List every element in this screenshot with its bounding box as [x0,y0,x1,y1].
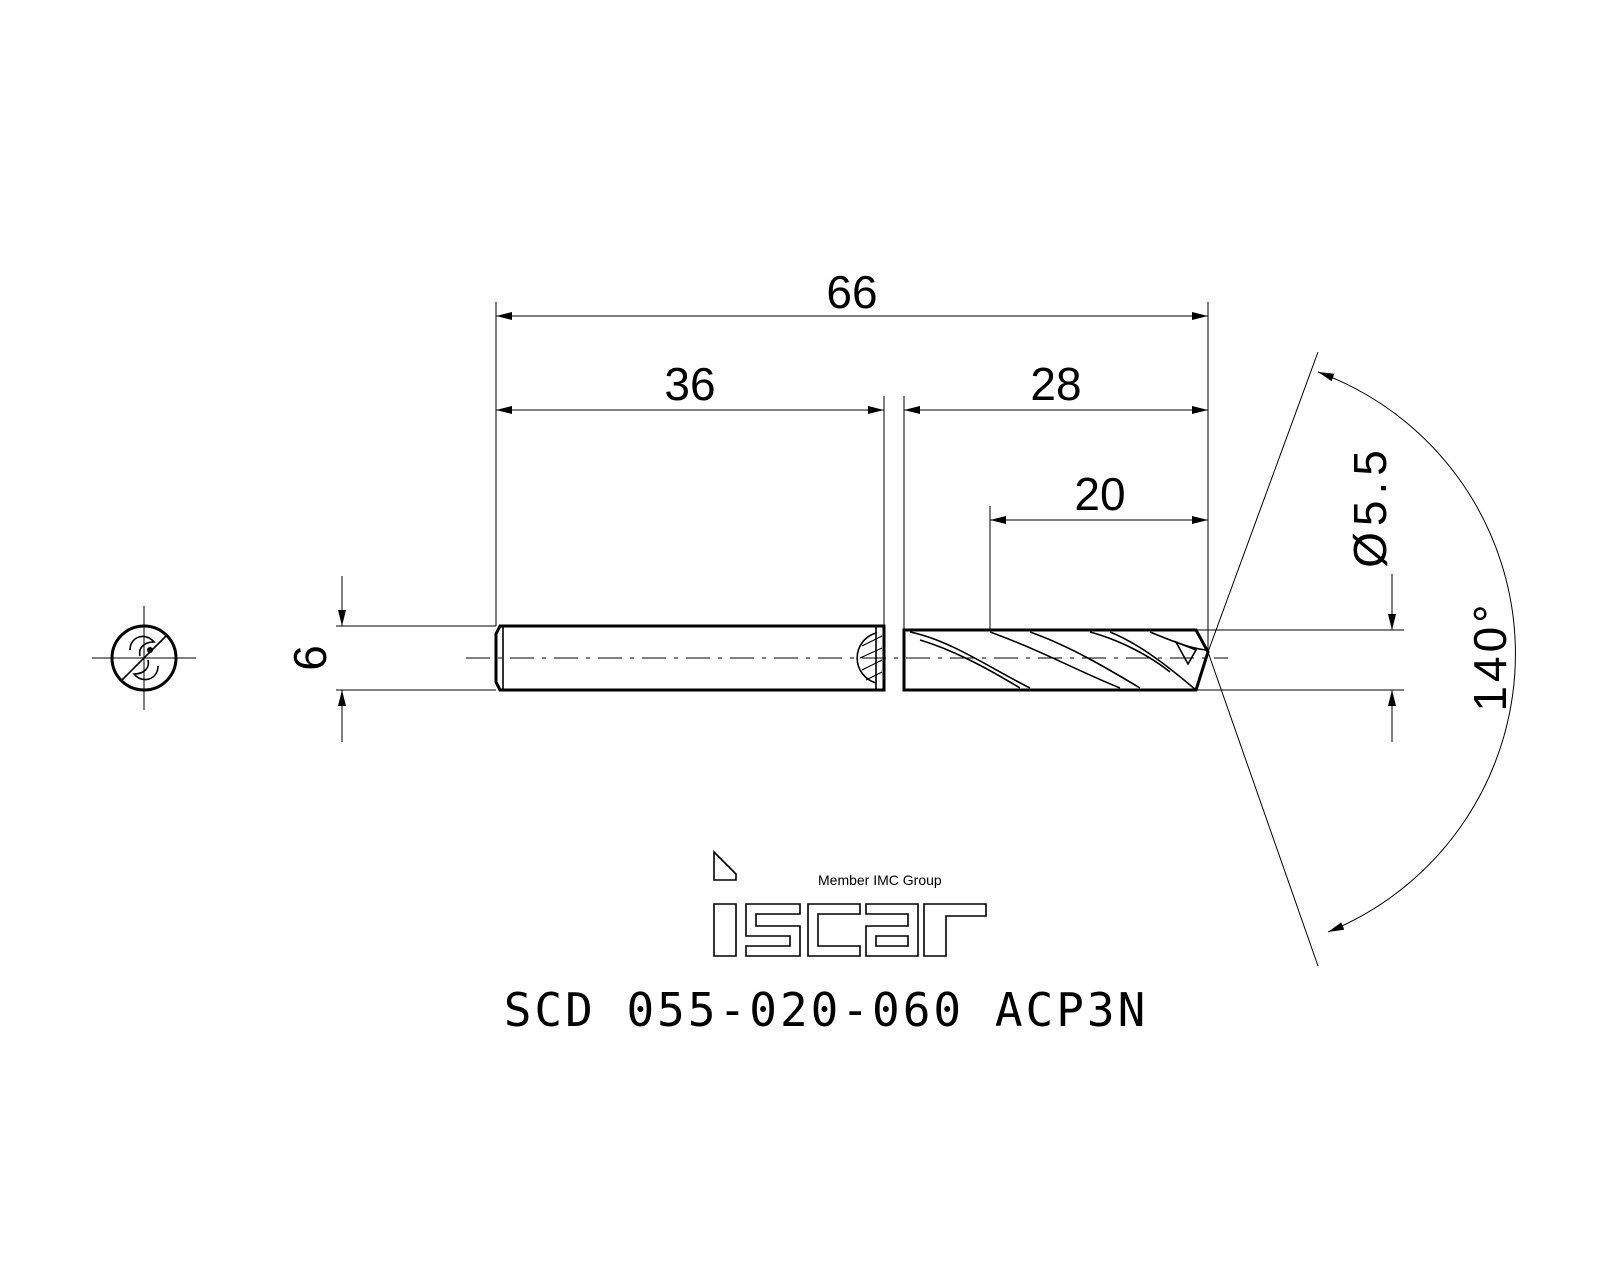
body-length-label: 28 [1030,358,1081,410]
overall-length-label: 66 [826,266,877,318]
shank-length-label: 36 [664,358,715,410]
flute-length-label: 20 [1074,468,1125,520]
dimension-lines [338,312,1516,967]
point-angle-label: 140° [1464,600,1516,711]
drill-profile [466,624,1228,692]
iscar-logo: Member IMC Group [713,850,987,957]
logo-tagline: Member IMC Group [818,872,942,888]
cutting-diameter-label: Ø5.5 [1344,444,1396,568]
extension-lines [336,302,1404,691]
dimension-labels: 66 36 28 20 6 Ø5.5 140° [284,266,1516,712]
part-number: SCD 055-020-060 ACP3N [504,983,1149,1037]
shank-diameter-label: 6 [284,645,336,671]
end-view [92,606,196,710]
iscar-wordmark [713,850,987,957]
